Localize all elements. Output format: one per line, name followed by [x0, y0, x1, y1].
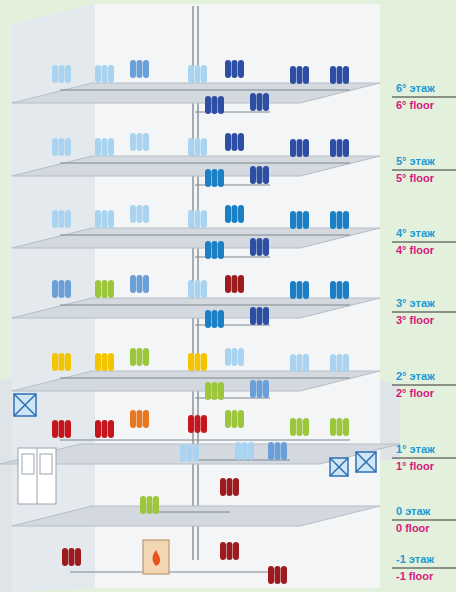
radiator — [225, 60, 244, 78]
floor-label-en: 2° floor — [396, 387, 434, 400]
floor-label-ru: -1 этаж — [396, 553, 434, 566]
floor-label-en: 6° floor — [396, 99, 434, 112]
radiator — [130, 275, 149, 293]
radiator — [205, 241, 224, 259]
radiator — [268, 566, 287, 584]
radiator — [188, 415, 207, 433]
radiator — [290, 354, 309, 372]
radiator — [188, 280, 207, 298]
radiator — [250, 380, 269, 398]
radiator — [268, 442, 287, 460]
radiator — [250, 307, 269, 325]
radiator — [250, 93, 269, 111]
radiator — [225, 275, 244, 293]
radiator — [95, 210, 114, 228]
radiator — [205, 169, 224, 187]
radiator — [52, 210, 71, 228]
radiator — [95, 138, 114, 156]
radiator — [290, 281, 309, 299]
radiator — [250, 238, 269, 256]
radiator — [130, 133, 149, 151]
floor-label-ru: 6° этаж — [396, 82, 435, 95]
floor-slabs — [0, 83, 400, 526]
radiator — [330, 418, 349, 436]
floor-label-en: -1 floor — [396, 570, 433, 583]
radiator — [225, 133, 244, 151]
radiator — [188, 210, 207, 228]
radiator — [130, 60, 149, 78]
radiator — [95, 65, 114, 83]
radiator — [95, 353, 114, 371]
floor-label-ru: 0 этаж — [396, 505, 430, 518]
radiator — [205, 96, 224, 114]
floor-label-en: 1° floor — [396, 460, 434, 473]
radiator — [330, 139, 349, 157]
floor-label-ru: 3° этаж — [396, 297, 435, 310]
floor-label-ru: 1° этаж — [396, 443, 435, 456]
radiator — [52, 420, 71, 438]
floor-label-en: 0 floor — [396, 522, 430, 535]
floor-label-en: 3° floor — [396, 314, 434, 327]
radiator — [52, 353, 71, 371]
radiator — [205, 382, 224, 400]
floor-label-en: 4° floor — [396, 244, 434, 257]
radiator — [205, 310, 224, 328]
radiator — [290, 211, 309, 229]
radiator — [95, 420, 114, 438]
radiator — [250, 166, 269, 184]
radiator — [235, 442, 254, 460]
radiator — [225, 348, 244, 366]
door — [18, 448, 56, 504]
radiator — [180, 444, 199, 462]
radiator — [188, 353, 207, 371]
branch-pipes — [60, 90, 350, 572]
radiator — [330, 211, 349, 229]
radiator — [95, 280, 114, 298]
radiator — [225, 205, 244, 223]
radiator — [225, 410, 244, 428]
floor-label-rules — [392, 97, 456, 568]
radiator — [62, 548, 81, 566]
radiator — [290, 139, 309, 157]
radiator — [330, 354, 349, 372]
boiler — [143, 540, 169, 574]
radiator — [140, 496, 159, 514]
radiator — [52, 138, 71, 156]
radiator — [188, 138, 207, 156]
radiator — [220, 542, 239, 560]
radiators — [52, 60, 349, 584]
radiator — [290, 418, 309, 436]
radiator — [52, 65, 71, 83]
floor-label-ru: 2° этаж — [396, 370, 435, 383]
radiator — [130, 205, 149, 223]
floor-label-ru: 5° этаж — [396, 155, 435, 168]
radiator — [330, 66, 349, 84]
floor-label-ru: 4° этаж — [396, 227, 435, 240]
windows — [14, 394, 376, 476]
radiator — [188, 65, 207, 83]
radiator — [290, 66, 309, 84]
radiator — [330, 281, 349, 299]
radiator — [130, 348, 149, 366]
radiator — [130, 410, 149, 428]
radiator — [220, 478, 239, 496]
floor-label-en: 5° floor — [396, 172, 434, 185]
wing-wall — [0, 378, 12, 592]
radiator — [52, 280, 71, 298]
